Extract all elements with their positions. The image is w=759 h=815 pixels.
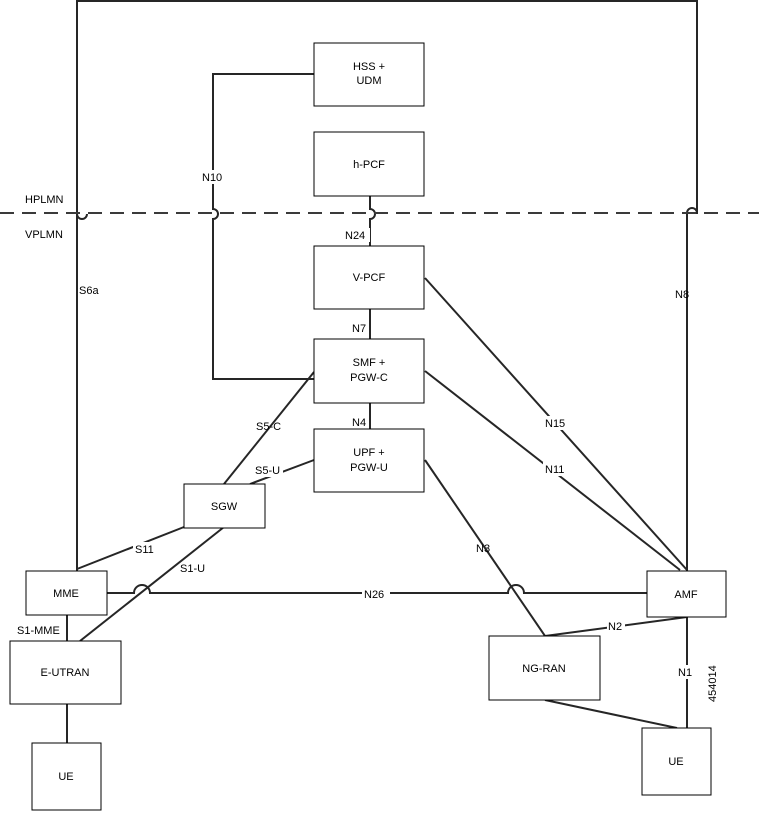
n24-label: N24 — [345, 230, 365, 242]
s11-line — [76, 526, 185, 570]
n1-label: N1 — [678, 667, 692, 679]
s1u-label: S1-U — [180, 563, 205, 575]
hss-udm-label-line2: UDM — [356, 75, 381, 87]
sgw-label: SGW — [211, 501, 238, 513]
node-mme: MME — [25, 570, 108, 616]
node-ng-ran: NG-RAN — [488, 635, 601, 701]
node-v-pcf: V-PCF — [313, 245, 425, 310]
ng-ran-label: NG-RAN — [522, 663, 565, 675]
figure-id: 454014 — [707, 665, 719, 702]
mme-label: MME — [53, 588, 79, 600]
s1u-line — [79, 526, 225, 642]
hss-udm-label-line1: HSS + — [353, 61, 385, 73]
smf-label-line1: SMF + — [353, 357, 386, 369]
node-ue-left: UE — [31, 742, 102, 811]
n8-label: N8 — [675, 289, 689, 301]
s5u-label: S5-U — [255, 465, 280, 477]
n10-line — [212, 73, 314, 380]
s1mme-label: S1-MME — [17, 625, 60, 637]
n24-line — [369, 196, 376, 246]
vplmn-label: VPLMN — [25, 229, 63, 241]
upf-label-line1: UPF + — [353, 447, 384, 459]
amf-label: AMF — [674, 589, 698, 601]
node-upf-pgwu: UPF + PGW-U — [313, 428, 425, 493]
n26-label: N26 — [364, 589, 384, 601]
n10-label: N10 — [202, 172, 222, 184]
e-utran-label: E-UTRAN — [41, 667, 90, 679]
node-h-pcf: h-PCF — [313, 131, 425, 197]
h-pcf-label: h-PCF — [353, 159, 385, 171]
node-e-utran: E-UTRAN — [9, 640, 122, 705]
n7-label: N7 — [352, 323, 366, 335]
s6a-label: S6a — [79, 285, 99, 297]
ue-left-label: UE — [58, 771, 73, 783]
smf-label-line2: PGW-C — [350, 372, 388, 384]
n15-label: N15 — [545, 418, 565, 430]
ue-right-label: UE — [668, 756, 683, 768]
node-amf: AMF — [646, 570, 727, 618]
interface-labels: S6a N10 N8 N24 N7 N4 S5-C S5-U N15 N11 S… — [17, 170, 695, 679]
v-pcf-label: V-PCF — [353, 272, 386, 284]
n11-label: N11 — [545, 464, 564, 476]
s5c-line — [223, 371, 315, 485]
node-smf-pgwc: SMF + PGW-C — [313, 338, 425, 404]
node-hss-udm: HSS + UDM — [313, 42, 425, 107]
n3-label: N3 — [476, 543, 490, 555]
node-ue-right: UE — [641, 727, 712, 796]
ngran-ue-line — [544, 699, 678, 729]
upf-label-line2: PGW-U — [350, 462, 388, 474]
s11-label: S11 — [135, 544, 154, 556]
n2-label: N2 — [608, 621, 622, 633]
node-sgw: SGW — [183, 483, 266, 529]
n4-label: N4 — [352, 417, 366, 429]
n3-line — [424, 459, 546, 637]
s5c-label: S5-C — [256, 421, 281, 433]
n26-line — [107, 584, 647, 594]
hplmn-label: HPLMN — [25, 194, 64, 206]
